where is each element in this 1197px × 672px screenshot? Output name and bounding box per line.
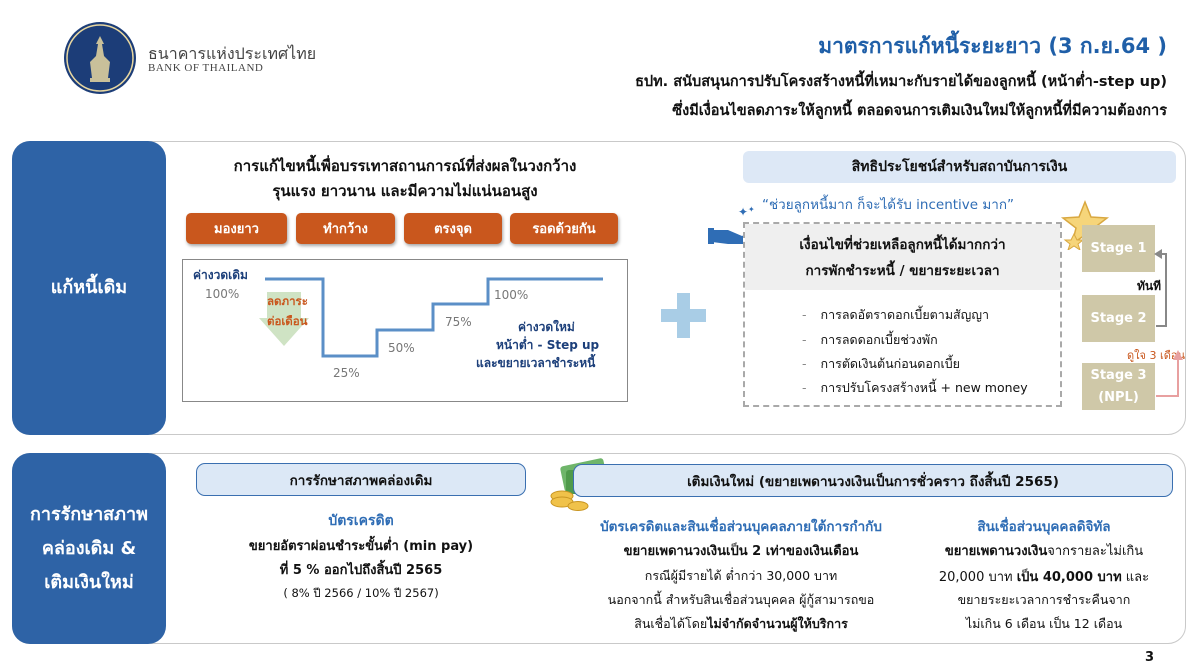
bullet-3: -การตัดเงินต้นก่อนดอกเบี้ย: [802, 356, 960, 371]
bullet-2-text: การลดดอกเบี้ยช่วงพัก: [820, 332, 938, 347]
chart-step-100-end: 100%: [494, 288, 529, 302]
condition-line-2: การพักชำระหนี้ / ขยายระยะเวลา: [805, 263, 1000, 279]
bullet-2: -การลดดอกเบี้ยช่วงพัก: [802, 332, 938, 347]
bullet-1: -การลดอัตราดอกเบี้ยตามสัญญา: [802, 307, 990, 322]
stage-3-label: Stage 3: [1090, 367, 1147, 383]
stage-1-box: Stage 1: [1082, 225, 1155, 272]
chart-new-label-3: และขยายเวลาชำระหนี้: [476, 356, 596, 370]
step-up-line-chart: [259, 277, 603, 358]
chart-step-100-start: 100%: [205, 287, 240, 301]
pill-targeted: ตรงจุด: [404, 213, 502, 244]
min-pay-line-3: ( 8% ปี 2566 / 10% ปี 2567): [283, 586, 439, 600]
col2-line-1a: ขยายเพดานวงเงิน: [944, 544, 1048, 559]
conditions-header-bg: [745, 224, 1060, 290]
bullet-4-text: การปรับโครงสร้างหนี้ + new money: [820, 380, 1028, 395]
section-label-debt: แก้หนี้เดิม: [12, 141, 166, 435]
bullet-1-text: การลดอัตราดอกเบี้ยตามสัญญา: [820, 307, 990, 322]
section1-heading-line-2: รุนแรง ยาวนาน และมีความไม่แน่นอนสูง: [272, 182, 538, 200]
chart-step-75: 75%: [445, 315, 472, 329]
incentive-quote: “ช่วยลูกหนี้มาก ก็จะได้รับ incentive มาก…: [762, 197, 1015, 213]
col1-title: บัตรเครดิตและสินเชื่อส่วนบุคคลภายใต้การก…: [600, 519, 882, 535]
section2-label-line-2: คล่องเดิม &: [41, 537, 137, 559]
bank-name-th: ธนาคารแห่งประเทศไทย: [148, 44, 317, 63]
plus-icon: [661, 293, 706, 338]
col1-line-2: กรณีผู้มีรายได้ ต่ำกว่า 30,000 บาท: [644, 568, 838, 583]
installment-step-line: [265, 277, 603, 358]
credit-card-title: บัตรเครดิต: [328, 513, 394, 529]
min-pay-line-2: ที่ 5 % ออกไปถึงสิ้นปี 2565: [279, 563, 443, 578]
svg-text:✦: ✦: [738, 205, 748, 219]
step-up-chart: ค่างวดเดิม 100% ลดภาระ ต่อเดือน 25% 50% …: [182, 259, 628, 402]
page-number: 3: [1145, 650, 1155, 665]
three-months-label: ดูใจ 3 เดือน: [1127, 349, 1185, 362]
col1-line-4: สินเชื่อได้โดยไม่จำกัดจำนวนผู้ให้บริการ: [578, 614, 904, 634]
col1-line-3: นอกจากนี้ สำหรับสินเชื่อส่วนบุคคล ผู้กู้…: [607, 592, 875, 607]
col2-title: สินเชื่อส่วนบุคคลดิจิทัล: [977, 519, 1111, 535]
subtitle-line-1: ธปท. สนับสนุนการปรับโครงสร้างหนี้ที่เหมา…: [635, 74, 1167, 90]
section1-heading-line-1: การแก้ไขหนี้เพื่อบรรเทาสถานการณ์ที่ส่งผล…: [233, 157, 577, 175]
liquidity-header: การรักษาสภาพคล่องเดิม: [196, 463, 526, 496]
pill-look-long: มองยาว: [186, 213, 287, 244]
chart-new-label-2: หน้าต่ำ - Step up: [496, 338, 600, 352]
benefit-title-bar: สิทธิประโยชน์สำหรับสถาบันการเงิน: [743, 151, 1176, 183]
col2-line-2b: เป็น 40,000 บาท: [1016, 570, 1122, 585]
chart-reduce-label-1: ลดภาระ: [267, 294, 308, 308]
svg-text:✦: ✦: [748, 205, 755, 214]
section2-label-line-3: เติมเงินใหม่: [44, 571, 134, 593]
bank-name-en: BANK OF THAILAND: [148, 62, 264, 74]
col1-line-1: ขยายเพดานวงเงินเป็น 2 เท่าของเงินเดือน: [623, 544, 859, 559]
arrow-stage2-to-1-icon: [1156, 253, 1167, 327]
garuda-emblem-icon: [66, 24, 134, 92]
col2-line-4: ไม่เกิน 6 เดือน เป็น 12 เดือน: [965, 616, 1123, 631]
immediate-label: ทันที: [1137, 279, 1162, 293]
new-money-header: เติมเงินใหม่ (ขยายเพดานวงเงินเป็นการชั่ว…: [573, 464, 1173, 497]
chart-new-label-1: ค่างวดใหม่: [518, 320, 575, 334]
col2-line-2a: 20,000 บาท: [938, 570, 1017, 585]
bullet-4: -การปรับโครงสร้างหนี้ + new money: [802, 380, 1028, 395]
bullet-3-text: การตัดเงินต้นก่อนดอกเบี้ย: [820, 356, 960, 371]
stage-arrows: [1154, 249, 1183, 397]
stage-3-box: Stage 3 (NPL): [1082, 363, 1155, 410]
reduce-arrow-icon: [259, 292, 309, 346]
min-pay-line-1: ขยายอัตราผ่อนชำระขั้นต่ำ (min pay): [248, 539, 474, 554]
col2-line-3: ขยายระยะเวลาการชำระคืนจาก: [957, 592, 1131, 607]
page-title: มาตรการแก้หนี้ระยะยาว (3 ก.ย.64 ): [818, 34, 1167, 58]
chart-reduce-label-2: ต่อเดือน: [267, 314, 308, 328]
chart-step-25: 25%: [333, 366, 360, 380]
arrow-stage3-to-2-icon: [1156, 358, 1179, 397]
col2-line-1b: จากรายละไม่เกิน: [1047, 544, 1144, 559]
col2-line-2: 20,000 บาท เป็น 40,000 บาท และ: [918, 566, 1170, 587]
col1-line-4b: ไม่จำกัดจำนวนผู้ให้บริการ: [707, 616, 848, 631]
col2-line-1: ขยายเพดานวงเงินจากรายละไม่เกิน: [918, 540, 1170, 561]
stage-2-box: Stage 2: [1082, 295, 1155, 342]
stage-3-npl-label: (NPL): [1098, 389, 1139, 405]
chart-old-installment-label: ค่างวดเดิม: [193, 268, 248, 282]
condition-line-1: เงื่อนไขที่ช่วยเหลือลูกหนี้ได้มากกว่า: [799, 237, 1006, 253]
subtitle-line-2: ซึ่งมีเงื่อนไขลดภาระให้ลูกหนี้ ตลอดจนการ…: [672, 103, 1167, 119]
section-label-liquidity: การรักษาสภาพ คล่องเดิม & เติมเงินใหม่: [12, 453, 166, 644]
chart-step-50: 50%: [388, 341, 415, 355]
col2-line-2c: และ: [1121, 570, 1150, 585]
col1-line-4a: สินเชื่อได้โดย: [634, 616, 708, 631]
pill-survive-together: รอดด้วยกัน: [510, 213, 618, 244]
section2-label-line-1: การรักษาสภาพ: [29, 503, 149, 525]
pill-wide: ทำกว้าง: [296, 213, 395, 244]
bank-logo: [64, 22, 136, 94]
